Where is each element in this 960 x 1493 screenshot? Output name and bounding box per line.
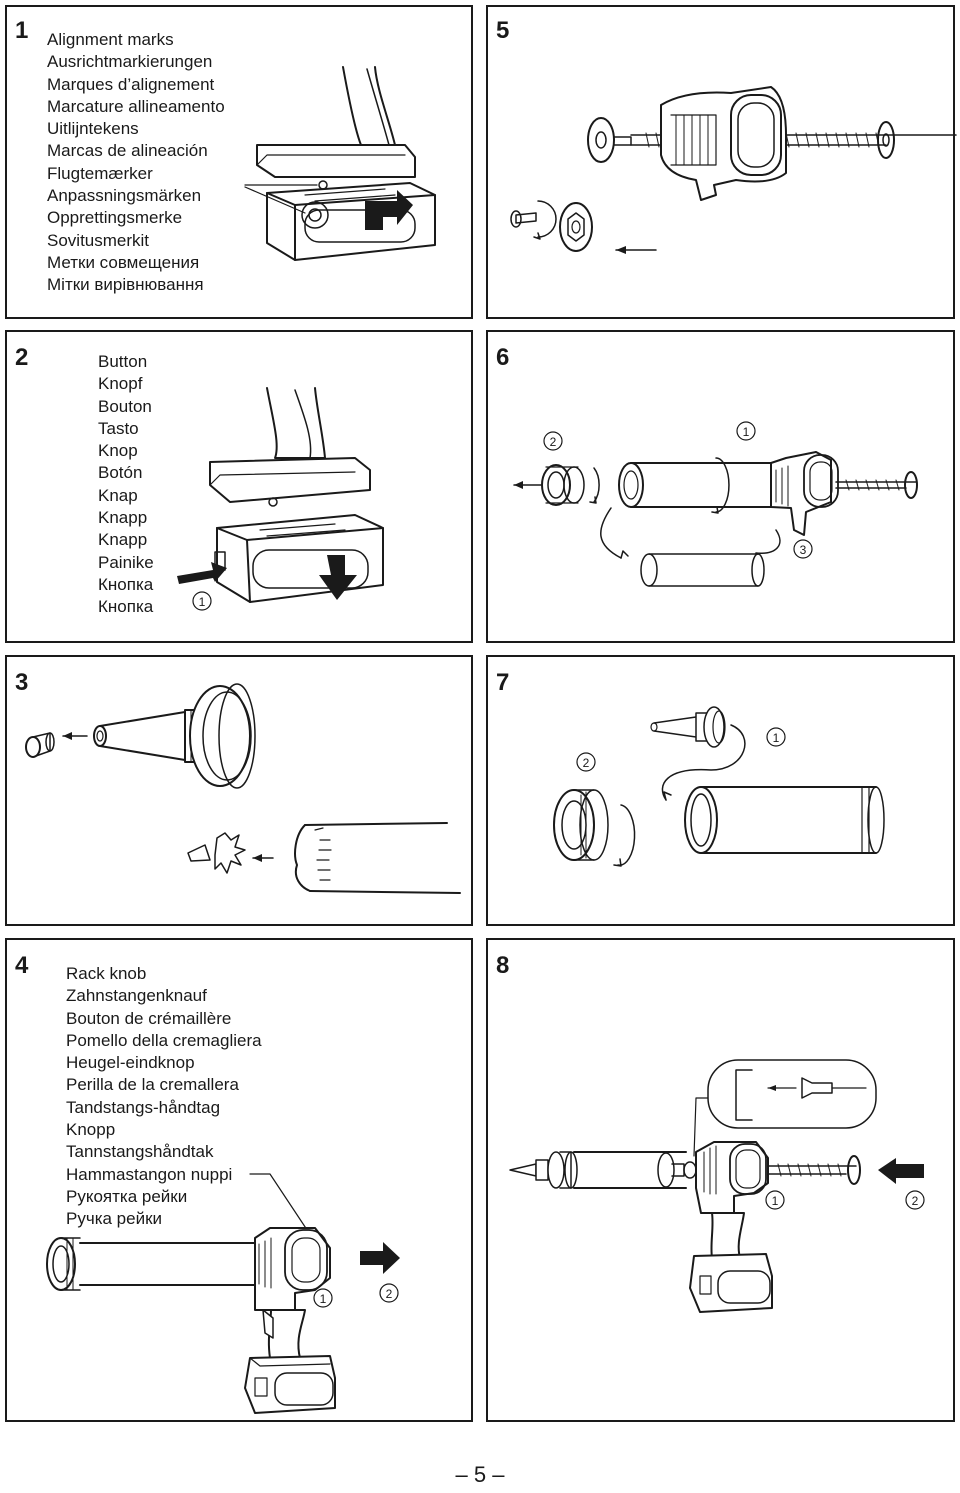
label: Ручка рейки: [66, 1209, 163, 1229]
label: Knopf: [98, 374, 143, 394]
panel-number: 6: [496, 344, 510, 371]
label-list: Rack knob Zahnstangenknauf Bouton de cré…: [66, 963, 262, 1231]
callout-label: 3: [800, 543, 807, 557]
callout-label: 2: [583, 756, 590, 770]
label: Marcas de alineación: [47, 141, 208, 161]
panel-2: 2 Button Knopf Bouton Tasto Knop Botón K…: [5, 330, 473, 643]
label: Botón: [98, 463, 143, 483]
label: Knop: [98, 441, 138, 461]
callout-label: 2: [550, 435, 557, 449]
label: Marcature allineamento: [47, 96, 225, 116]
callout-label: 1: [199, 595, 206, 609]
piston-disassembly-illustration: [510, 86, 957, 254]
panel-number: 4: [15, 952, 29, 979]
dispensing-illustration: 1 2: [509, 1059, 925, 1313]
panel-1: 1 Alignment marks Ausrichtmarkierungen M…: [5, 5, 473, 319]
label: Perilla de la cremallera: [66, 1075, 239, 1095]
callout-label: 2: [386, 1287, 393, 1301]
label: Tandstangs-håndtag: [66, 1097, 221, 1117]
cartridge-holder-illustration: 2 1 3: [513, 421, 918, 587]
panel-6: 6 2 1 3: [486, 330, 955, 643]
rack-knob-illustration: 1 2: [46, 1173, 400, 1414]
panel-number: 7: [496, 669, 510, 696]
label: Sovitusmerkit: [47, 230, 150, 250]
label: Flugtemærker: [47, 163, 153, 183]
label: Tasto: [98, 418, 139, 438]
panel-number: 8: [496, 952, 510, 979]
label: Knopp: [66, 1120, 116, 1140]
label: Alignment marks: [47, 30, 174, 49]
label: Anpassningsmärken: [47, 186, 202, 206]
label: Heugel-eindknop: [66, 1053, 195, 1073]
panel-5: 5: [486, 5, 957, 319]
label: Рукоятка рейки: [66, 1186, 188, 1206]
callout-label: 1: [773, 731, 780, 745]
callout-label: 1: [743, 425, 750, 439]
label: Bouton de crémaillère: [66, 1008, 232, 1028]
label-list: Alignment marks Ausrichtmarkierungen Mar…: [47, 29, 225, 297]
cartridge-insertion-illustration: 1 2: [553, 706, 885, 867]
panel-number: 3: [15, 669, 29, 696]
panel-number: 1: [15, 17, 29, 44]
label: Rack knob: [66, 964, 147, 983]
battery-alignment-illustration: [244, 66, 436, 261]
label: Мітки вирівнювання: [47, 275, 204, 295]
label: Knap: [98, 485, 138, 505]
label: Кнопка: [98, 597, 154, 617]
label: Knapp: [98, 530, 148, 550]
label: Zahnstangenknauf: [66, 986, 207, 1006]
callout-label: 1: [772, 1194, 779, 1208]
page-number: – 5 –: [455, 1462, 505, 1487]
label: Marques d’alignement: [47, 74, 215, 94]
nozzle-cap-illustration: [25, 683, 461, 894]
panel-number: 2: [15, 344, 29, 371]
label: Opprettingsmerke: [47, 208, 183, 228]
panel-4: 4 Rack knob Zahnstangenknauf Bouton de c…: [5, 938, 473, 1422]
label: Кнопка: [98, 574, 154, 594]
label: Pomello della cremagliera: [66, 1030, 262, 1050]
label: Ausrichtmarkierungen: [47, 52, 213, 72]
battery-removal-illustration: 1: [177, 387, 384, 611]
callout-label: 2: [912, 1194, 919, 1208]
label: Painike: [98, 552, 154, 572]
panel-8: 8 1 2: [486, 938, 955, 1422]
label-list: Button Knopf Bouton Tasto Knop Botón Kna…: [98, 351, 154, 619]
label: Knapp: [98, 508, 148, 528]
label: Tannstangshåndtak: [66, 1142, 214, 1162]
label: Hammastangon nuppi: [66, 1164, 233, 1184]
panel-3: 3: [5, 655, 473, 926]
panel-7: 7 1 2: [486, 655, 955, 926]
label: Bouton: [98, 396, 152, 416]
label: Метки совмещения: [47, 252, 200, 272]
label: Button: [98, 352, 148, 371]
callout-label: 1: [320, 1292, 327, 1306]
label: Uitlijntekens: [47, 119, 139, 139]
panel-number: 5: [496, 17, 510, 44]
